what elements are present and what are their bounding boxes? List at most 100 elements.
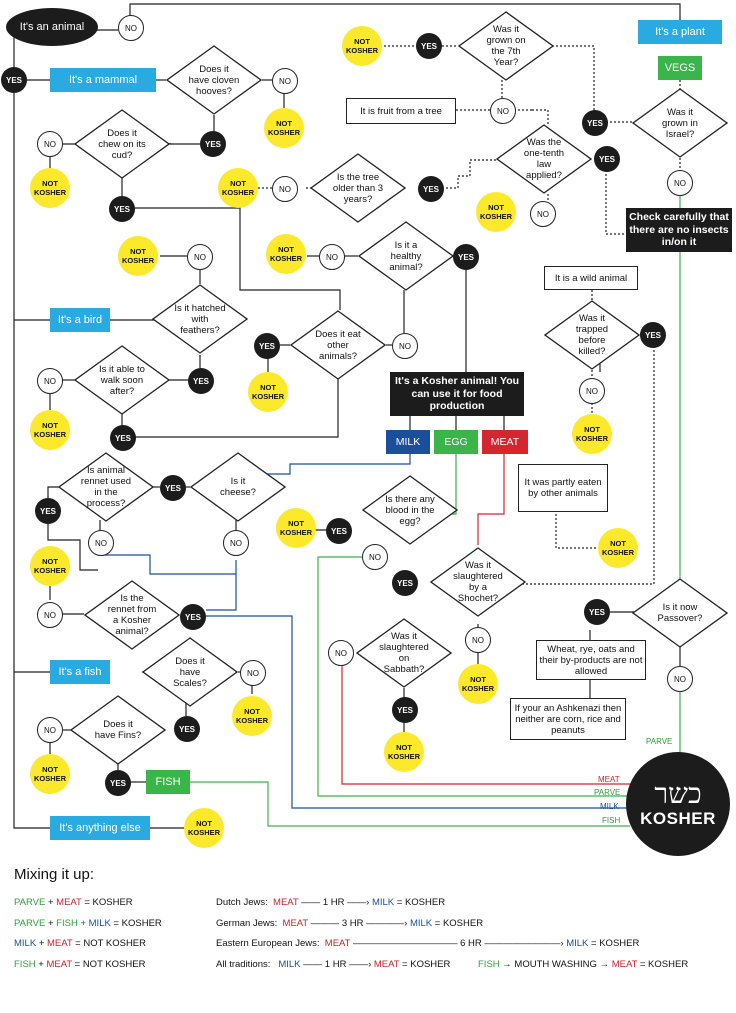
- not-kosher-badge: NOT KOSHER: [276, 508, 316, 548]
- question-passover: Is it now Passover?: [632, 578, 728, 648]
- no-circle: NO: [465, 627, 491, 653]
- no-circle: NO: [37, 717, 63, 743]
- not-kosher-badge: NOT KOSHER: [30, 168, 70, 208]
- not-kosher-badge: NOT KOSHER: [458, 664, 498, 704]
- yes-circle: YES: [582, 110, 608, 136]
- yes-circle: YES: [640, 322, 666, 348]
- yes-circle: YES: [453, 244, 479, 270]
- box-wheat-rye: Wheat, rye, oats and their by-products a…: [536, 640, 646, 680]
- box-fruit-tree: It is fruit from a tree: [346, 98, 456, 124]
- mixing-title: Mixing it up:: [14, 866, 95, 883]
- no-circle: NO: [37, 131, 63, 157]
- no-circle: NO: [223, 530, 249, 556]
- not-kosher-badge: NOT KOSHER: [342, 26, 382, 66]
- no-circle: NO: [667, 666, 693, 692]
- mixing-rule: FISH + MEAT = NOT KOSHER: [14, 959, 146, 970]
- stream-label-fish: FISH: [602, 816, 621, 825]
- not-kosher-badge: NOT KOSHER: [598, 528, 638, 568]
- tradition-eastern-european: Eastern European Jews: MEAT ——————————— …: [216, 938, 640, 949]
- not-kosher-badge: NOT KOSHER: [264, 108, 304, 148]
- not-kosher-badge: NOT KOSHER: [476, 192, 516, 232]
- question-fins: Does it have Fins?: [70, 695, 166, 765]
- stream-label-meat: MEAT: [598, 775, 620, 784]
- stream-label-parve-top: PARVE: [646, 737, 673, 746]
- no-circle: NO: [579, 378, 605, 404]
- no-circle: NO: [328, 640, 354, 666]
- tag-milk: MILK: [386, 430, 430, 454]
- yes-circle: YES: [200, 131, 226, 157]
- no-circle: NO: [392, 333, 418, 359]
- no-circle: NO: [667, 170, 693, 196]
- yes-circle: YES: [188, 368, 214, 394]
- question-hatched-feathers: Is it hatched with feathers?: [152, 284, 248, 354]
- question-eat-other-animals: Does it eat other animals?: [290, 310, 386, 380]
- not-kosher-badge: NOT KOSHER: [218, 168, 258, 208]
- kosher-hebrew: כשר: [654, 777, 702, 810]
- not-kosher-badge: NOT KOSHER: [572, 414, 612, 454]
- vegs-tag: VEGS: [658, 56, 702, 80]
- question-cloven-hooves: Does it have cloven hooves?: [166, 45, 262, 115]
- yes-circle: YES: [105, 770, 131, 796]
- not-kosher-badge: NOT KOSHER: [30, 410, 70, 450]
- yes-circle: YES: [254, 333, 280, 359]
- tag-egg: EGG: [434, 430, 478, 454]
- tradition-german: German Jews: MEAT ——— 3 HR ————› MILK = …: [216, 918, 484, 929]
- yes-circle: YES: [174, 716, 200, 742]
- yes-circle: YES: [109, 196, 135, 222]
- no-circle: NO: [187, 244, 213, 270]
- no-circle: NO: [272, 68, 298, 94]
- kosher-badge: כשר KOSHER: [626, 752, 730, 856]
- fish-mouth-washing-rule: FISH → MOUTH WASHING → MEAT = KOSHER: [478, 959, 689, 970]
- no-circle: NO: [362, 544, 388, 570]
- kosher-text: KOSHER: [640, 809, 716, 828]
- question-grown-israel: Was it grown in Israel?: [632, 88, 728, 158]
- question-rennet-used: Is animal rennet used in the process?: [58, 452, 154, 522]
- no-circle: NO: [319, 244, 345, 270]
- not-kosher-badge: NOT KOSHER: [30, 754, 70, 794]
- question-healthy-animal: Is it a healthy animal?: [358, 221, 454, 291]
- box-wild-animal: It is a wild animal: [544, 266, 638, 290]
- mixing-rule: MILK + MEAT = NOT KOSHER: [14, 938, 146, 949]
- question-sabbath: Was it slaughtered on Sabbath?: [356, 618, 452, 688]
- yes-circle: YES: [1, 67, 27, 93]
- category-mammal: It's a mammal: [50, 68, 156, 92]
- not-kosher-badge: NOT KOSHER: [30, 546, 70, 586]
- start-label: It's an animal: [19, 21, 85, 33]
- category-bird: It's a bird: [50, 308, 110, 332]
- no-circle: NO: [240, 660, 266, 686]
- no-circle: NO: [272, 176, 298, 202]
- category-fish: It's a fish: [50, 660, 110, 684]
- no-circle: NO: [490, 98, 516, 124]
- tag-meat: MEAT: [482, 430, 528, 454]
- yes-circle: YES: [326, 518, 352, 544]
- question-trapped: Was it trapped before killed?: [544, 300, 640, 370]
- box-partly-eaten: It was partly eaten by other animals: [518, 464, 608, 512]
- stream-label-milk: MILK: [600, 802, 619, 811]
- stream-label-parve: PARVE: [594, 788, 621, 797]
- yes-circle: YES: [110, 425, 136, 451]
- no-circle: NO: [530, 201, 556, 227]
- category-plant: It's a plant: [638, 20, 722, 44]
- not-kosher-badge: NOT KOSHER: [232, 696, 272, 736]
- question-cheese: Is it cheese?: [190, 452, 286, 522]
- question-seventh-year: Was it grown on the 7th Year?: [458, 11, 554, 81]
- not-kosher-badge: NOT KOSHER: [266, 234, 306, 274]
- no-circle: NO: [88, 530, 114, 556]
- question-chew-cud: Does it chew on its cud?: [74, 109, 170, 179]
- yes-circle: YES: [35, 498, 61, 524]
- box-kosher-animal: It's a Kosher animal! You can use it for…: [390, 372, 524, 416]
- yes-circle: YES: [180, 604, 206, 630]
- not-kosher-badge: NOT KOSHER: [184, 808, 224, 848]
- no-circle: NO: [118, 15, 144, 41]
- yes-circle: YES: [584, 599, 610, 625]
- yes-circle: YES: [160, 475, 186, 501]
- yes-circle: YES: [392, 697, 418, 723]
- question-tree-older: Is the tree older than 3 years?: [310, 153, 406, 223]
- category-anything-else: It's anything else: [50, 816, 150, 840]
- tradition-all: All traditions: MILK —— 1 HR ——› MEAT = …: [216, 959, 451, 970]
- no-circle: NO: [37, 368, 63, 394]
- start-node: It's an animal: [6, 8, 98, 46]
- not-kosher-badge: NOT KOSHER: [384, 732, 424, 772]
